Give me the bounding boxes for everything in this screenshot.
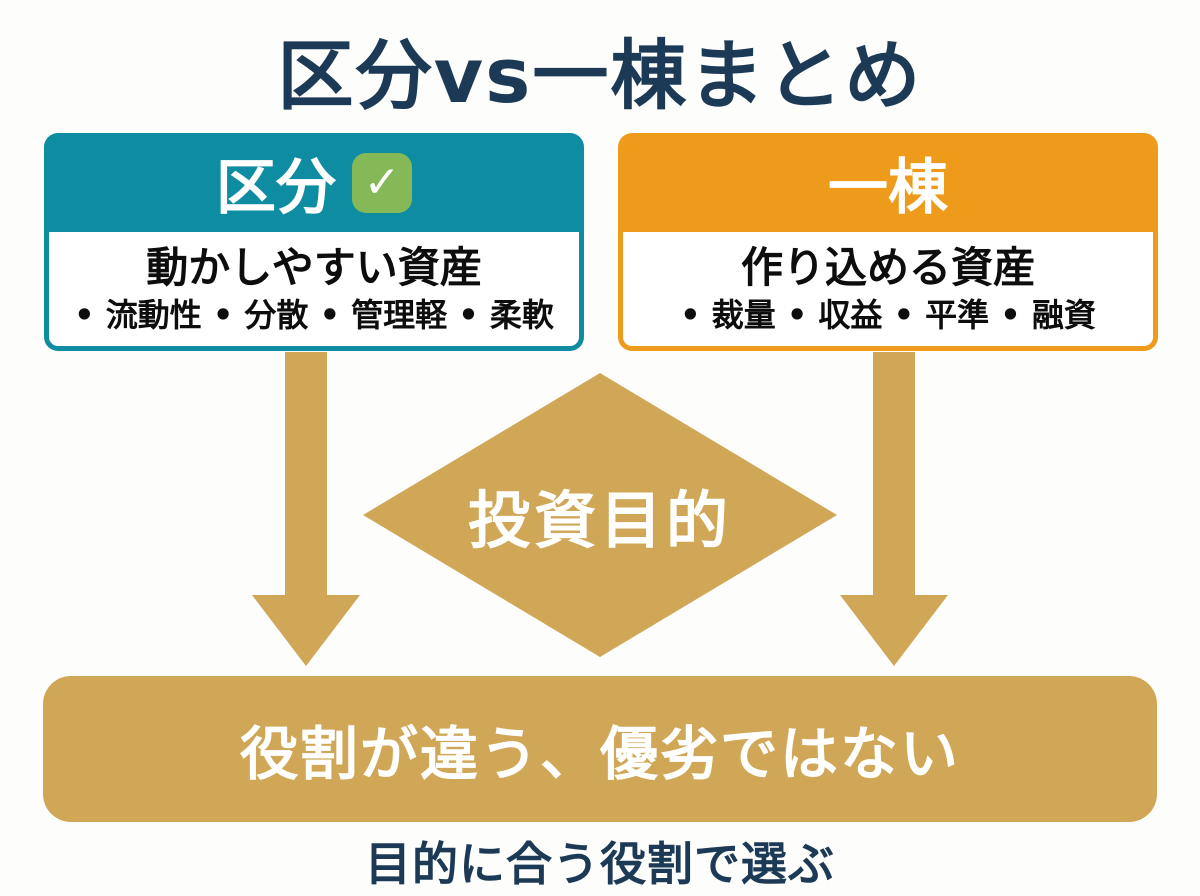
conclusion-banner: 役割が違う、優劣ではない: [43, 676, 1157, 822]
kubun-card-header: 区分 ✓: [44, 133, 584, 232]
itto-card-body: 作り込める資産 • 裁量 • 収益 • 平準 • 融資: [618, 232, 1158, 351]
decision-diamond-label: 投資目的: [467, 484, 732, 557]
kubun-card-bullets: • 流動性 • 分散 • 管理軽 • 柔軟: [74, 295, 554, 334]
left-down-arrow-icon: [252, 352, 360, 666]
itto-card-subtitle: 作り込める資産: [740, 243, 1035, 293]
itto-card-bullets: • 裁量 • 収益 • 平準 • 融資: [680, 295, 1096, 334]
kubun-card-title: 区分: [216, 153, 336, 223]
right-down-arrow-icon: [840, 352, 948, 666]
page-title: 区分vs一棟まとめ: [277, 31, 923, 120]
itto-card-title: 一棟: [828, 153, 948, 223]
right-down-arrow-shaft: [873, 352, 915, 595]
kubun-card: 区分 ✓ 動かしやすい資産 • 流動性 • 分散 • 管理軽 • 柔軟: [44, 133, 584, 351]
right-down-arrow-head: [840, 595, 948, 666]
itto-card-header: 一棟: [618, 133, 1158, 232]
kubun-card-body: 動かしやすい資産 • 流動性 • 分散 • 管理軽 • 柔軟: [44, 232, 584, 351]
footer-note: 目的に合う役割で選ぶ: [365, 837, 835, 891]
left-down-arrow-shaft: [285, 352, 327, 595]
conclusion-banner-label: 役割が違う、優劣ではない: [239, 720, 960, 788]
itto-card: 一棟 作り込める資産 • 裁量 • 収益 • 平準 • 融資: [618, 133, 1158, 351]
decision-diamond: 投資目的: [363, 373, 837, 657]
left-down-arrow-head: [252, 595, 360, 666]
kubun-card-subtitle: 動かしやすい資産: [146, 243, 482, 293]
check-icon: ✓: [352, 152, 412, 213]
